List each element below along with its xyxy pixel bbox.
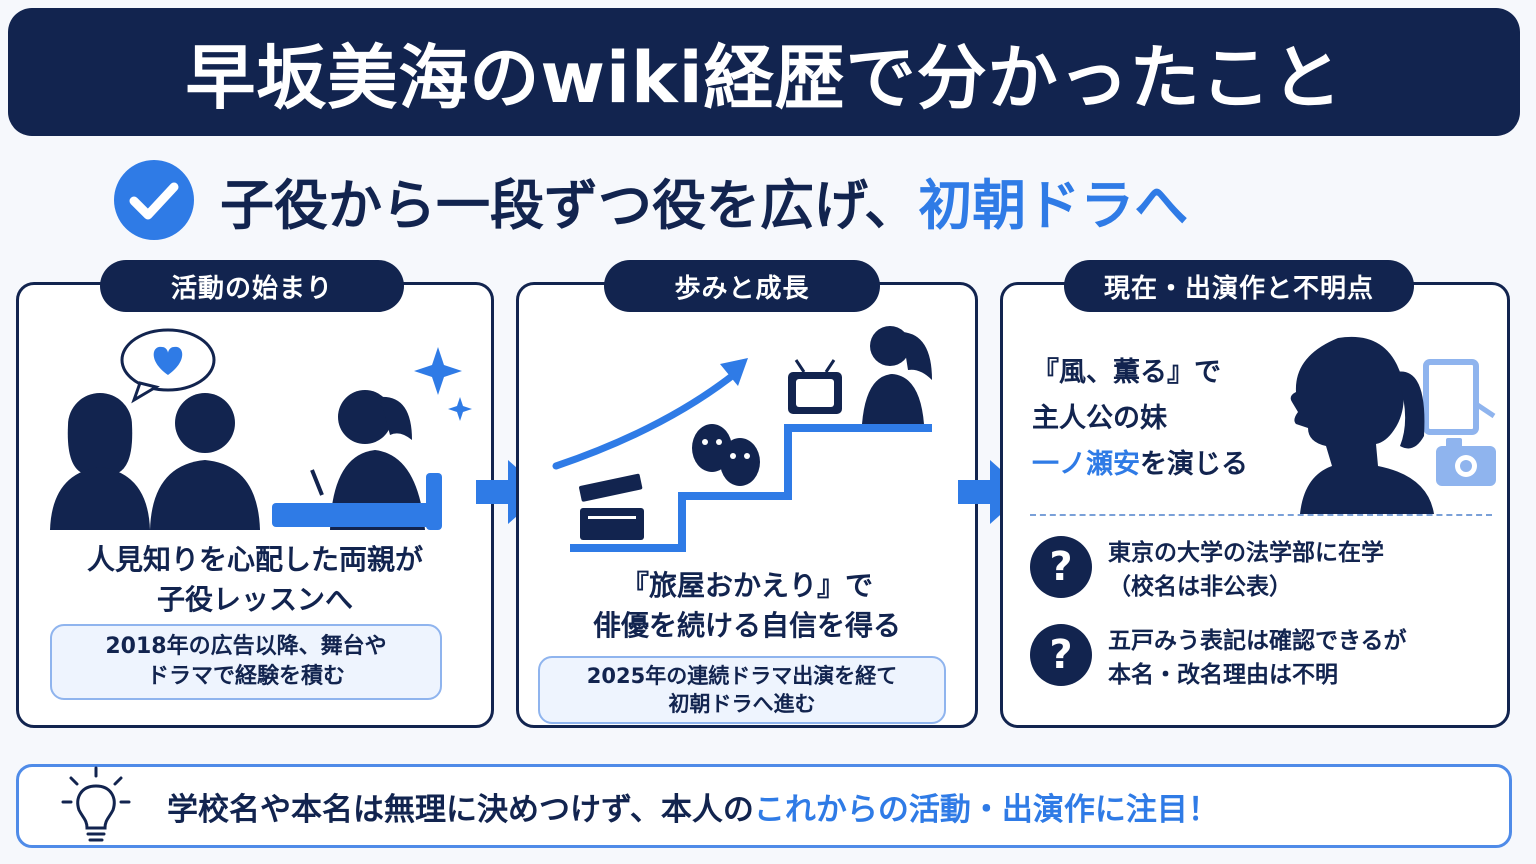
footer-accent: これからの活動・出演作に注目！ xyxy=(753,791,1219,828)
subtitle-accent: 初朝ドラへ xyxy=(918,173,1189,237)
start-illustration xyxy=(50,328,472,530)
unknown-item-name: ? 五戸みう表記は確認できるが 本名・改名理由は不明 xyxy=(1030,624,1407,692)
clapperboard-icon xyxy=(579,473,644,540)
role-name: 一ノ瀬安 xyxy=(1032,449,1140,480)
title-bar: 早坂美海のwiki経歴で分かったこと xyxy=(8,8,1520,136)
panel-tag-start: 活動の始まり xyxy=(100,260,404,312)
tv-icon xyxy=(788,359,842,414)
growth-illustration xyxy=(552,326,932,552)
subtitle-text: 子役から一段ずつ役を広げ、初朝ドラへ xyxy=(220,173,1189,237)
panel-growth-main: 『旅屋おかえり』で 俳優を続ける自信を得る xyxy=(592,569,901,642)
arrow-right-icon xyxy=(476,460,544,524)
panel-current-role: 『風、薫る』で 主人公の妹 一ノ瀬安を演じる xyxy=(1032,357,1248,480)
current-illustration xyxy=(1290,336,1496,514)
footer-text: 学校名や本名は無理に決めつけず、本人のこれからの活動・出演作に注目！ xyxy=(167,791,1219,828)
theater-masks-icon xyxy=(692,424,760,486)
subtitle: 子役から一段ずつ役を広げ、初朝ドラへ xyxy=(112,150,1452,250)
question-icon: ? xyxy=(1030,536,1092,598)
panel-start-main: 人見知りを心配した両親が 子役レッスンへ xyxy=(86,543,423,616)
studying-girl-icon xyxy=(272,390,442,530)
dashed-divider xyxy=(1030,514,1492,516)
footer-banner: 学校名や本名は無理に決めつけず、本人のこれからの活動・出演作に注目！ xyxy=(16,764,1512,848)
panel-start-note: 2018年の広告以降、舞台や ドラマで経験を積む xyxy=(50,624,442,700)
parents-icon xyxy=(50,393,260,530)
panel-growth-note: 2025年の連続ドラマ出演を経て 初朝ドラへ進む xyxy=(538,656,946,724)
page-title: 早坂美海のwiki経歴で分かったこと xyxy=(185,36,1343,119)
unknown-item-school: ? 東京の大学の法学部に在学 （校名は非公表） xyxy=(1030,536,1384,604)
heart-bubble-icon xyxy=(120,328,216,404)
sparkle-icon xyxy=(414,347,472,421)
profile-silhouette-icon xyxy=(1290,336,1434,514)
question-icon: ? xyxy=(1030,624,1092,686)
lightbulb-icon xyxy=(61,766,131,842)
stairs-icon xyxy=(570,424,932,552)
arrow-right-icon-2 xyxy=(958,460,1026,524)
check-circle-icon xyxy=(114,160,194,240)
panel-tag-current: 現在・出演作と不明点 xyxy=(1064,260,1414,312)
monitor-icon xyxy=(1423,359,1496,435)
growth-arrow-icon xyxy=(552,358,748,470)
panel-tag-growth: 歩みと成長 xyxy=(604,260,880,312)
camera-icon xyxy=(1436,438,1496,486)
